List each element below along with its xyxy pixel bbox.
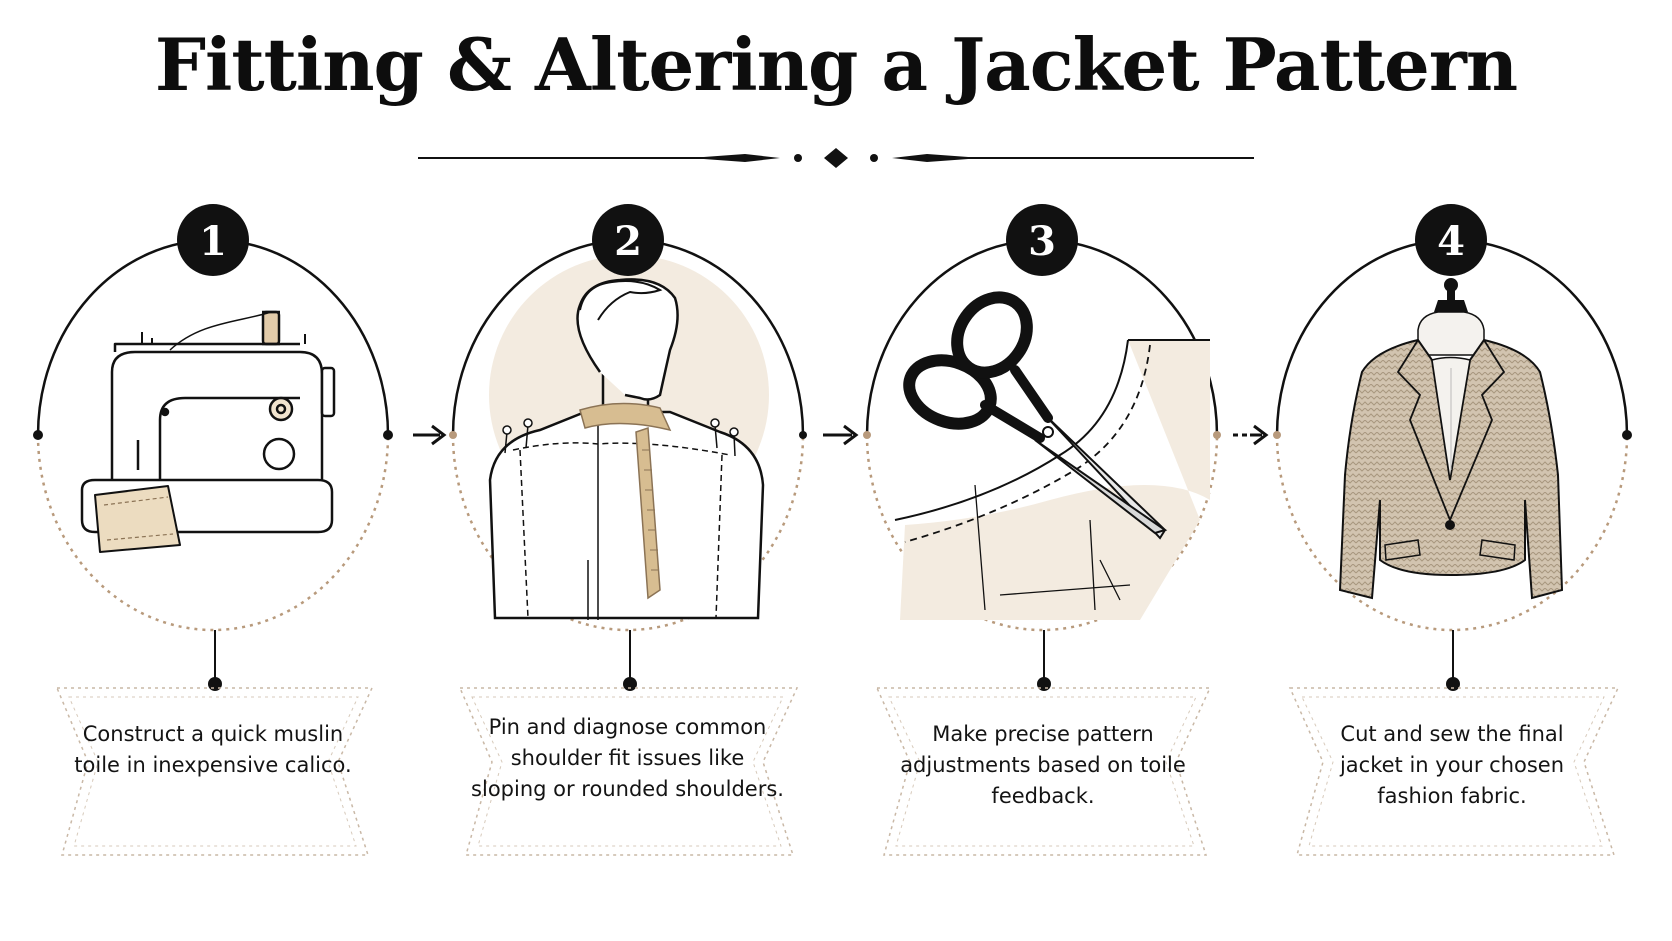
step-2-number: 2 (614, 218, 642, 265)
step-3-number: 3 (1028, 218, 1056, 265)
step-4-number-badge: 4 (1415, 204, 1487, 276)
step-4-caption: Cut and sew the final jacket in your cho… (1339, 722, 1565, 808)
arrow-3-to-4 (1233, 424, 1269, 446)
step-2-connector (623, 630, 637, 691)
step-3: 3 (863, 204, 1221, 856)
step-2-number-badge: 2 (592, 204, 664, 276)
step-2-caption: Pin and diagnose common shoulder fit iss… (471, 715, 784, 801)
step-1-caption: Construct a quick muslin toile in inexpe… (74, 722, 352, 777)
arrow-1-to-2 (413, 424, 447, 446)
step-4-connector (1446, 630, 1460, 691)
step-2: 2 (449, 204, 807, 856)
step-1: 1 (33, 204, 393, 856)
step-1-frame (33, 238, 393, 632)
title-divider-ornament (418, 148, 1254, 168)
pattern-adjustment-illustration (894, 291, 1210, 620)
step-1-number-badge: 1 (177, 204, 249, 276)
arrow-2-to-3 (823, 424, 859, 446)
step-3-caption: Make precise pattern adjustments based o… (900, 722, 1186, 808)
step-1-number: 1 (199, 218, 227, 265)
step-1-connector (208, 630, 222, 691)
jacket-on-dress-form-illustration (1338, 278, 1564, 600)
page-title: Fitting & Altering a Jacket Pattern (154, 22, 1518, 107)
sewing-machine-illustration (80, 310, 336, 553)
step-3-connector (1037, 630, 1051, 691)
step-3-caption-panel (875, 687, 1212, 856)
step-3-number-badge: 3 (1006, 204, 1078, 276)
step-1-caption-panel (55, 687, 374, 856)
step-4-number: 4 (1437, 218, 1465, 265)
step-2-caption-panel (458, 687, 799, 856)
shoulder-fitting-illustration (488, 255, 769, 620)
step-4: 4 (1273, 204, 1632, 856)
step-4-caption-panel (1288, 687, 1620, 856)
